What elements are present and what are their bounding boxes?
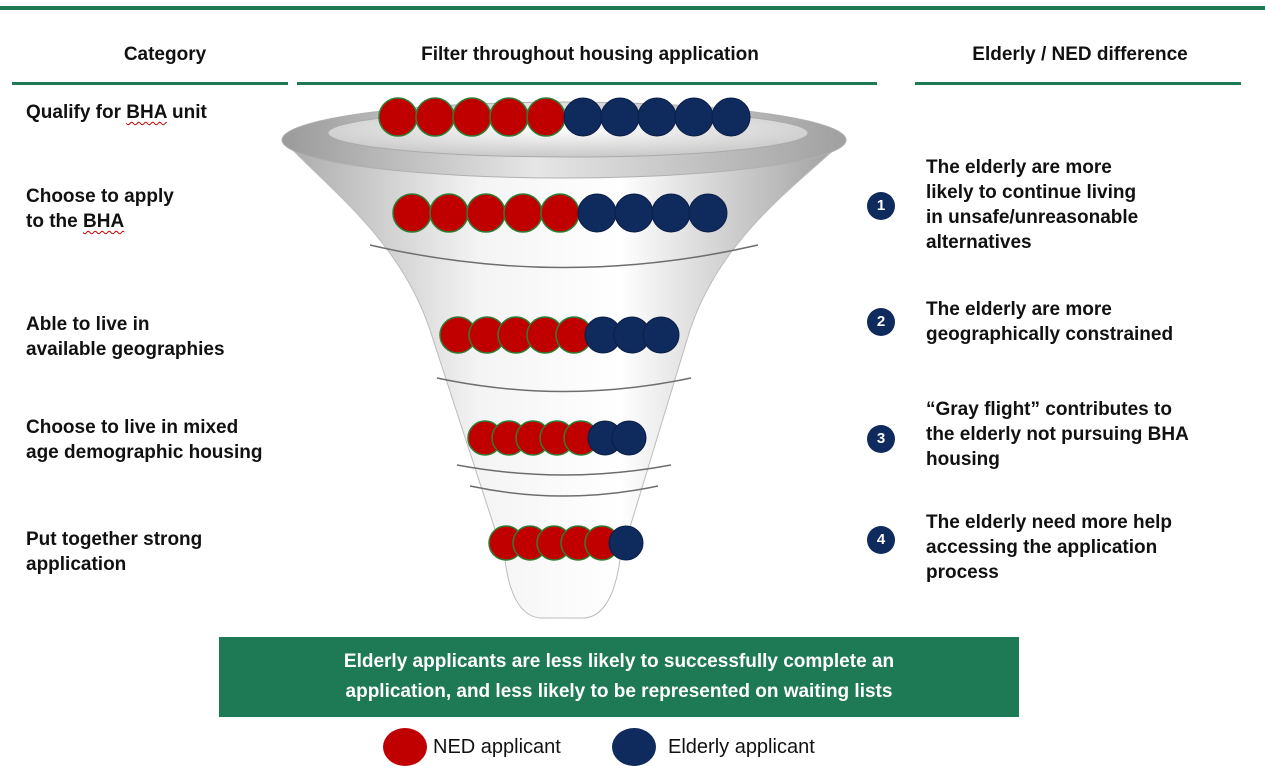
header-filter: Filter throughout housing application xyxy=(421,44,759,65)
category-label-2: Choose to apply to the BHA xyxy=(26,186,174,232)
ned-applicant-dot-row1 xyxy=(415,97,455,137)
legend-ned-swatch xyxy=(383,728,427,766)
applicant-rows xyxy=(378,97,751,561)
difference-text-2: The elderly are more geographically cons… xyxy=(926,299,1174,345)
header-rule-difference xyxy=(915,82,1241,85)
difference-text-4: The elderly need more help accessing the… xyxy=(926,512,1173,583)
funnel-body xyxy=(281,139,847,619)
legend-ned-label: NED applicant xyxy=(433,736,561,758)
category-label-1: Qualify for BHA unit xyxy=(26,102,207,123)
ned-applicant-dot-row1 xyxy=(489,97,529,137)
elderly-applicant-dot-row2 xyxy=(688,193,728,233)
funnel-band-1 xyxy=(369,244,759,269)
ned-applicant-dot-row2 xyxy=(540,193,580,233)
elderly-applicant-dot-row1 xyxy=(711,97,751,137)
difference-badge-3: 3 xyxy=(867,425,895,453)
header-difference: Elderly / NED difference xyxy=(972,44,1188,65)
elderly-applicant-dot-row4 xyxy=(611,420,647,456)
legend-elderly-label: Elderly applicant xyxy=(668,736,815,758)
difference-badge-2: 2 xyxy=(867,308,895,336)
elderly-applicant-dot-row5 xyxy=(608,525,644,561)
funnel-band-4 xyxy=(469,485,659,497)
legend-elderly-swatch xyxy=(612,728,656,766)
elderly-applicant-dot-row1 xyxy=(637,97,677,137)
category-label-4: Choose to live in mixed age demographic … xyxy=(26,417,263,463)
difference-badge-4: 4 xyxy=(867,526,895,554)
header-rule-filter xyxy=(297,82,877,85)
elderly-applicant-dot-row1 xyxy=(600,97,640,137)
difference-text-1: The elderly are more likely to continue … xyxy=(926,157,1139,253)
elderly-applicant-dot-row3 xyxy=(642,316,680,354)
conclusion-banner: Elderly applicants are less likely to su… xyxy=(219,637,1019,717)
conclusion-text: Elderly applicants are less likely to su… xyxy=(343,651,895,702)
ned-applicant-dot-row2 xyxy=(429,193,469,233)
elderly-applicant-dot-row1 xyxy=(674,97,714,137)
elderly-applicant-dot-row2 xyxy=(651,193,691,233)
difference-badge-1: 1 xyxy=(867,192,895,220)
ned-applicant-dot-row1 xyxy=(452,97,492,137)
category-label-3: Able to live in available geographies xyxy=(26,314,225,360)
difference-text-3: “Gray flight” contributes to the elderly… xyxy=(926,399,1189,470)
elderly-applicant-dot-row2 xyxy=(614,193,654,233)
header-category: Category xyxy=(123,44,207,65)
ned-applicant-dot-row2 xyxy=(392,193,432,233)
ned-applicant-dot-row1 xyxy=(378,97,418,137)
category-label-5: Put together strong application xyxy=(26,529,203,575)
ned-applicant-dot-row2 xyxy=(466,193,506,233)
ned-applicant-dot-row1 xyxy=(526,97,566,137)
elderly-applicant-dot-row1 xyxy=(563,97,603,137)
funnel-band-3 xyxy=(456,464,672,476)
top-rule xyxy=(0,6,1265,10)
ned-applicant-dot-row2 xyxy=(503,193,543,233)
funnel-band-2 xyxy=(436,377,692,393)
header-rule-category xyxy=(12,82,288,85)
elderly-applicant-dot-row2 xyxy=(577,193,617,233)
